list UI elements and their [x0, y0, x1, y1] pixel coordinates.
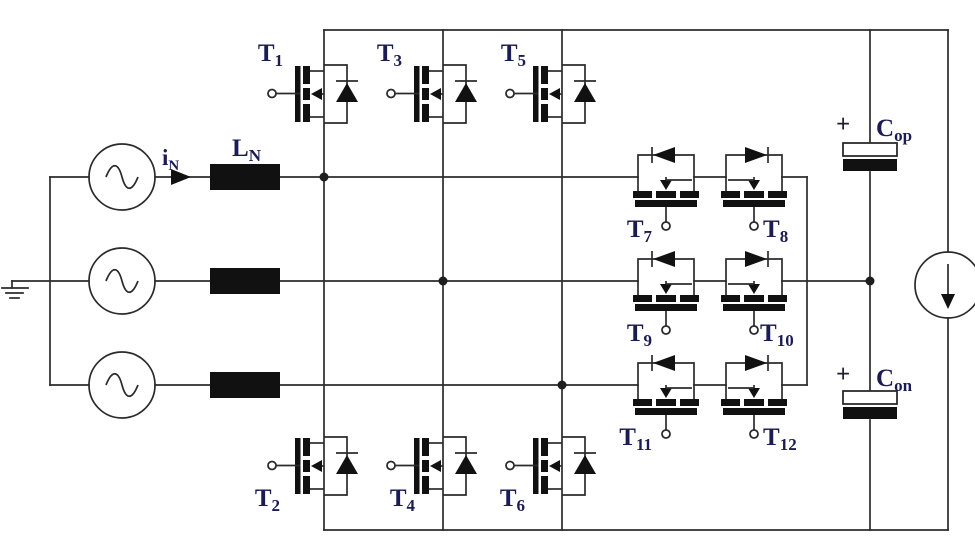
- current-arrow-icon: [171, 169, 191, 185]
- dc-bus-rails: [323, 29, 949, 531]
- label-t3: T3: [377, 40, 402, 70]
- ground-icon: [1, 280, 29, 299]
- label-t10: T10: [760, 320, 794, 350]
- label-in: iN: [162, 145, 179, 174]
- phase-wires: [11, 176, 871, 386]
- inductor-phase-a: [210, 164, 280, 190]
- label-t11: T11: [619, 424, 652, 454]
- label-cop: Cop: [876, 115, 912, 145]
- label-ln: LN: [232, 135, 262, 165]
- dc-current-source-icon: [914, 251, 975, 319]
- junction-dots: [319, 172, 875, 390]
- con-plus-sign: +: [836, 361, 850, 388]
- label-t1: T1: [258, 40, 283, 70]
- label-t4: T4: [390, 485, 416, 515]
- cop-plus-sign: +: [836, 111, 850, 138]
- label-t7: T7: [627, 216, 653, 246]
- label-t9: T9: [627, 320, 652, 350]
- label-t6: T6: [500, 485, 525, 515]
- label-t8: T8: [763, 216, 788, 246]
- inductor-phase-c: [210, 372, 280, 398]
- label-t12: T12: [763, 424, 797, 454]
- label-t5: T5: [501, 40, 526, 70]
- inductor-phase-b: [210, 268, 280, 294]
- label-con: Con: [876, 365, 913, 395]
- label-t2: T2: [255, 485, 280, 515]
